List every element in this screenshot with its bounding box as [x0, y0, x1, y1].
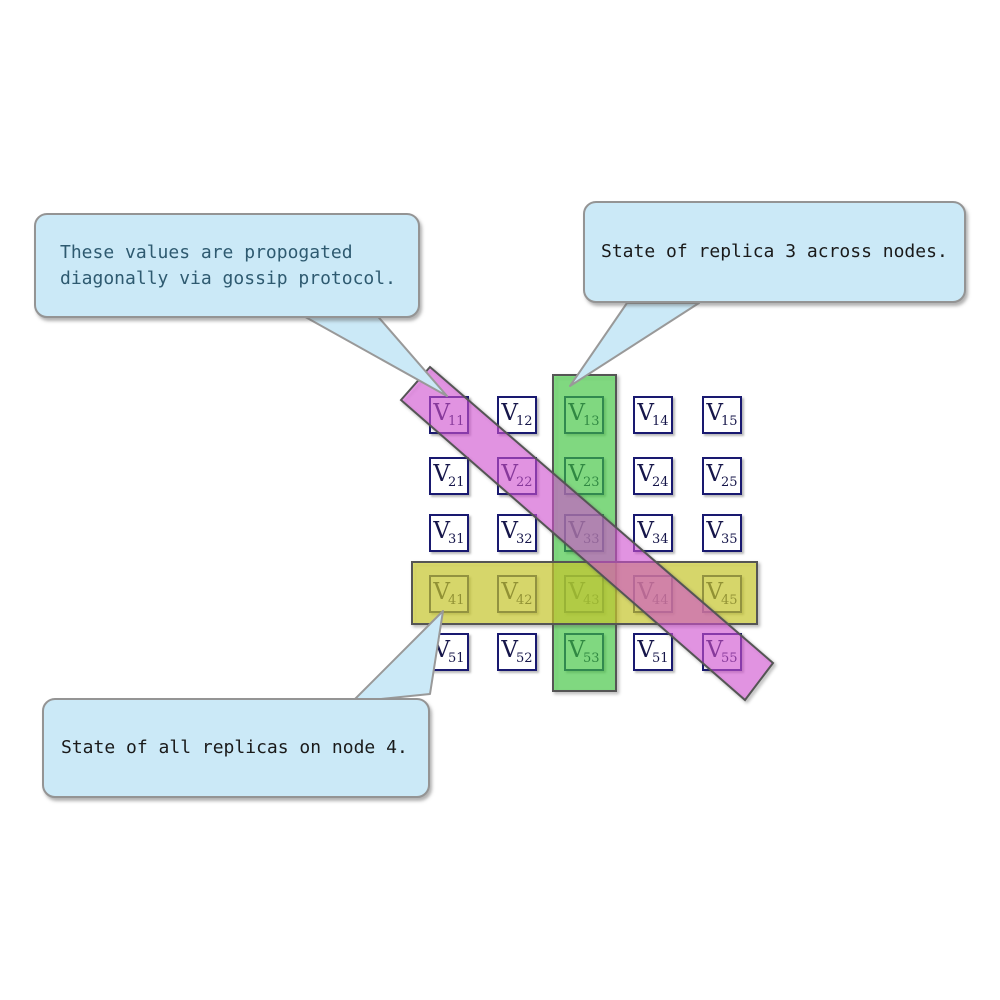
cell-subscript: 41 [448, 593, 465, 608]
matrix-cell-v55-r5c5: V55 [702, 633, 742, 671]
matrix-cell-v12-r1c2: V12 [497, 396, 537, 434]
cell-subscript: 25 [721, 475, 738, 490]
callout-gossip-tail [299, 311, 448, 397]
cell-subscript: 35 [721, 532, 738, 547]
matrix-cell-v24-r2c4: V24 [633, 457, 673, 495]
matrix-cell-v53-r5c3: V53 [564, 633, 604, 671]
matrix-cell-v32-r3c2: V32 [497, 514, 537, 552]
cell-subscript: 23 [583, 475, 600, 490]
cell-subscript: 15 [721, 414, 738, 429]
matrix-cell-v52-r5c2: V52 [497, 633, 537, 671]
matrix-cell-v25-r2c5: V25 [702, 457, 742, 495]
cell-subscript: 44 [652, 593, 669, 608]
callout-replica3: State of replica 3 across nodes. [583, 201, 966, 303]
cell-subscript: 14 [652, 414, 669, 429]
cell-subscript: 24 [652, 475, 669, 490]
cell-subscript: 53 [583, 651, 600, 666]
cell-subscript: 52 [516, 651, 533, 666]
callout-replica3-tail [569, 302, 700, 387]
cell-subscript: 13 [583, 414, 600, 429]
matrix-cell-v21-r2c1: V21 [429, 457, 469, 495]
cell-subscript: 21 [448, 475, 465, 490]
matrix-cell-v35-r3c5: V35 [702, 514, 742, 552]
matrix-cell-v43-r4c3: V43 [564, 575, 604, 613]
cell-subscript: 32 [516, 532, 533, 547]
matrix-cell-v51-r5c4: V51 [633, 633, 673, 671]
cell-subscript: 45 [721, 593, 738, 608]
matrix-cell-v14-r1c4: V14 [633, 396, 673, 434]
cell-subscript: 34 [652, 532, 669, 547]
callout-text-line: State of all replicas on node 4. [61, 737, 408, 758]
cell-subscript: 42 [516, 593, 533, 608]
cell-subscript: 12 [516, 414, 533, 429]
cell-subscript: 43 [583, 593, 600, 608]
matrix-cell-v22-r2c2: V22 [497, 457, 537, 495]
cell-subscript: 31 [448, 532, 465, 547]
matrix-cell-v42-r4c2: V42 [497, 575, 537, 613]
matrix-cell-v11-r1c1: V11 [429, 396, 469, 434]
matrix-cell-v34-r3c4: V34 [633, 514, 673, 552]
matrix-cell-v31-r3c1: V31 [429, 514, 469, 552]
matrix-cell-v23-r2c3: V23 [564, 457, 604, 495]
callout-node4: State of all replicas on node 4. [42, 698, 430, 798]
cell-subscript: 33 [583, 532, 600, 547]
callout-replica3-text: State of replica 3 across nodes. [585, 239, 964, 265]
cell-subscript: 11 [448, 414, 465, 429]
callout-text-line: State of replica 3 across nodes. [601, 241, 948, 262]
callout-gossip-text: These values are propogated diagonally vi… [36, 240, 418, 292]
cell-subscript: 22 [516, 475, 533, 490]
matrix-cell-v45-r4c5: V45 [702, 575, 742, 613]
matrix-cell-v51-r5c1: V51 [429, 633, 469, 671]
callout-text-line: diagonally via gossip protocol. [60, 267, 396, 289]
matrix-cell-v44-r4c4: V44 [633, 575, 673, 613]
cell-subscript: 51 [652, 651, 669, 666]
cell-subscript: 55 [721, 651, 738, 666]
callout-node4-text: State of all replicas on node 4. [44, 735, 428, 761]
callout-text-line: These values are propogated [60, 241, 353, 263]
cell-subscript: 51 [448, 651, 465, 666]
matrix-cell-v13-r1c3: V13 [564, 396, 604, 434]
matrix-cell-v41-r4c1: V41 [429, 575, 469, 613]
matrix-cell-v15-r1c5: V15 [702, 396, 742, 434]
callout-gossip: These values are propogated diagonally vi… [34, 213, 420, 318]
matrix-cell-v33-r3c3: V33 [564, 514, 604, 552]
